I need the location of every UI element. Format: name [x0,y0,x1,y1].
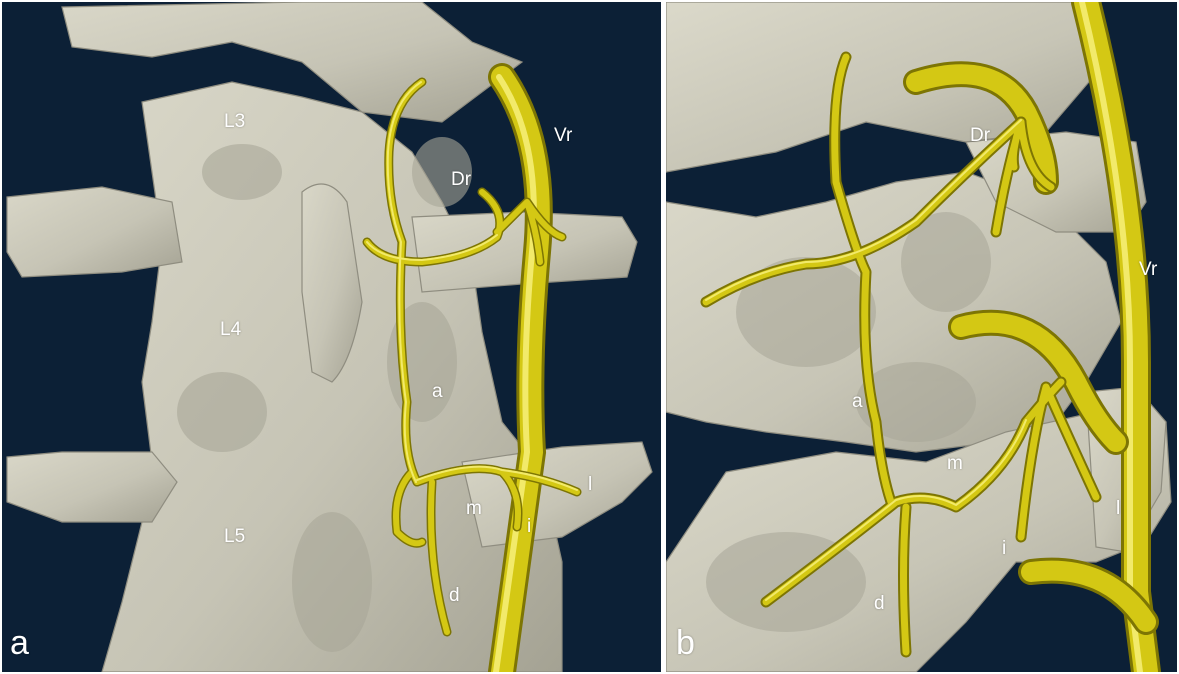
panel-b: Dr Vr a m i l d b [666,2,1177,672]
label-l3: L3 [224,112,245,131]
label-a: a [432,382,443,401]
label-m: m [947,454,963,473]
label-vr: Vr [1139,260,1157,279]
panel-label-b: b [676,626,695,660]
panel-b-illustration [666,2,1177,672]
label-vr: Vr [554,126,572,145]
label-dr: Dr [451,170,471,189]
label-d: d [449,586,460,605]
label-a: a [852,392,863,411]
label-l5: L5 [224,527,245,546]
panel-a-illustration [2,2,661,672]
label-dr: Dr [970,126,990,145]
label-i: i [1002,539,1006,558]
label-i: i [527,517,531,536]
label-l4: L4 [220,320,241,339]
panel-label-a: a [10,626,29,660]
panel-a: L3 L4 L5 Vr Dr a m i l d a [2,2,661,672]
label-d: d [874,594,885,613]
label-m: m [466,499,482,518]
label-l: l [588,475,592,494]
label-l: l [1116,499,1120,518]
